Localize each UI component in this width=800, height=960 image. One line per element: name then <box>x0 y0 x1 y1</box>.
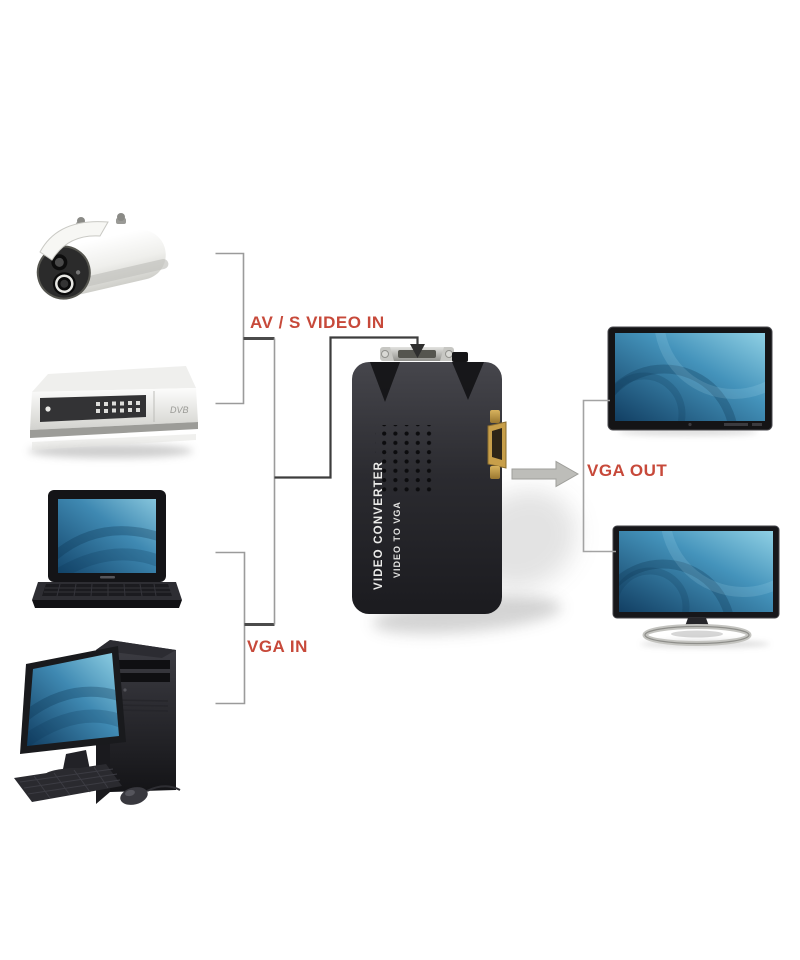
power-led <box>45 406 51 412</box>
cctv-camera-image <box>30 210 180 310</box>
monitor-screen <box>619 531 773 612</box>
av-sources-bracket <box>215 252 245 405</box>
converter-subtitle: VIDEO TO VGA <box>392 501 402 578</box>
vga-out-arrow-icon <box>511 460 580 488</box>
laptop-image <box>26 484 184 627</box>
vga-out-label: VGA OUT <box>587 461 668 480</box>
receiver-top <box>32 366 196 392</box>
camera-body <box>36 229 169 300</box>
desktop-keyboard <box>14 764 122 802</box>
laptop-front-edge <box>32 600 182 608</box>
receiver-buttons <box>96 401 140 413</box>
camera-sun-hood <box>39 221 109 261</box>
receiver-reflection <box>32 434 196 450</box>
laptop-keyboard <box>42 584 172 596</box>
tv-wallpaper-arcs <box>615 333 765 421</box>
laptop-screen <box>58 499 156 573</box>
keyboard-rows <box>44 583 171 597</box>
vga-in-label: VGA IN <box>247 637 308 656</box>
tv-bottom-marks <box>688 422 762 427</box>
dvb-receiver-image: DVB <box>18 360 203 470</box>
case-groove-right <box>452 362 484 400</box>
tv-shadow <box>618 428 758 436</box>
tv-screen <box>615 333 765 421</box>
receiver-badge: DVB <box>170 405 189 415</box>
side-vga-out-port <box>487 410 507 479</box>
video-converter-image: VIDEO CONVERTER VIDEO TO VGA <box>348 338 520 638</box>
receiver-panel <box>40 395 146 422</box>
monitor-base-rim <box>644 625 750 645</box>
monitor-wallpaper-arcs <box>619 531 773 612</box>
svideo-port <box>452 352 468 362</box>
laptop-wallpaper-arcs <box>58 526 156 573</box>
desktop-monitor-image <box>608 522 786 657</box>
vga-sources-bracket <box>215 551 246 705</box>
laptop-logo <box>100 576 115 579</box>
mouse <box>120 785 181 805</box>
converter-name: VIDEO CONVERTER <box>373 461 385 590</box>
base-inner-shadow <box>671 630 723 638</box>
top-vga-connector <box>380 347 454 361</box>
av-s-video-in-label: AV / S VIDEO IN <box>250 313 385 332</box>
receiver-base-edge <box>30 422 198 438</box>
desktop-computer-image <box>10 630 210 830</box>
tv-monitor-image <box>604 324 778 444</box>
